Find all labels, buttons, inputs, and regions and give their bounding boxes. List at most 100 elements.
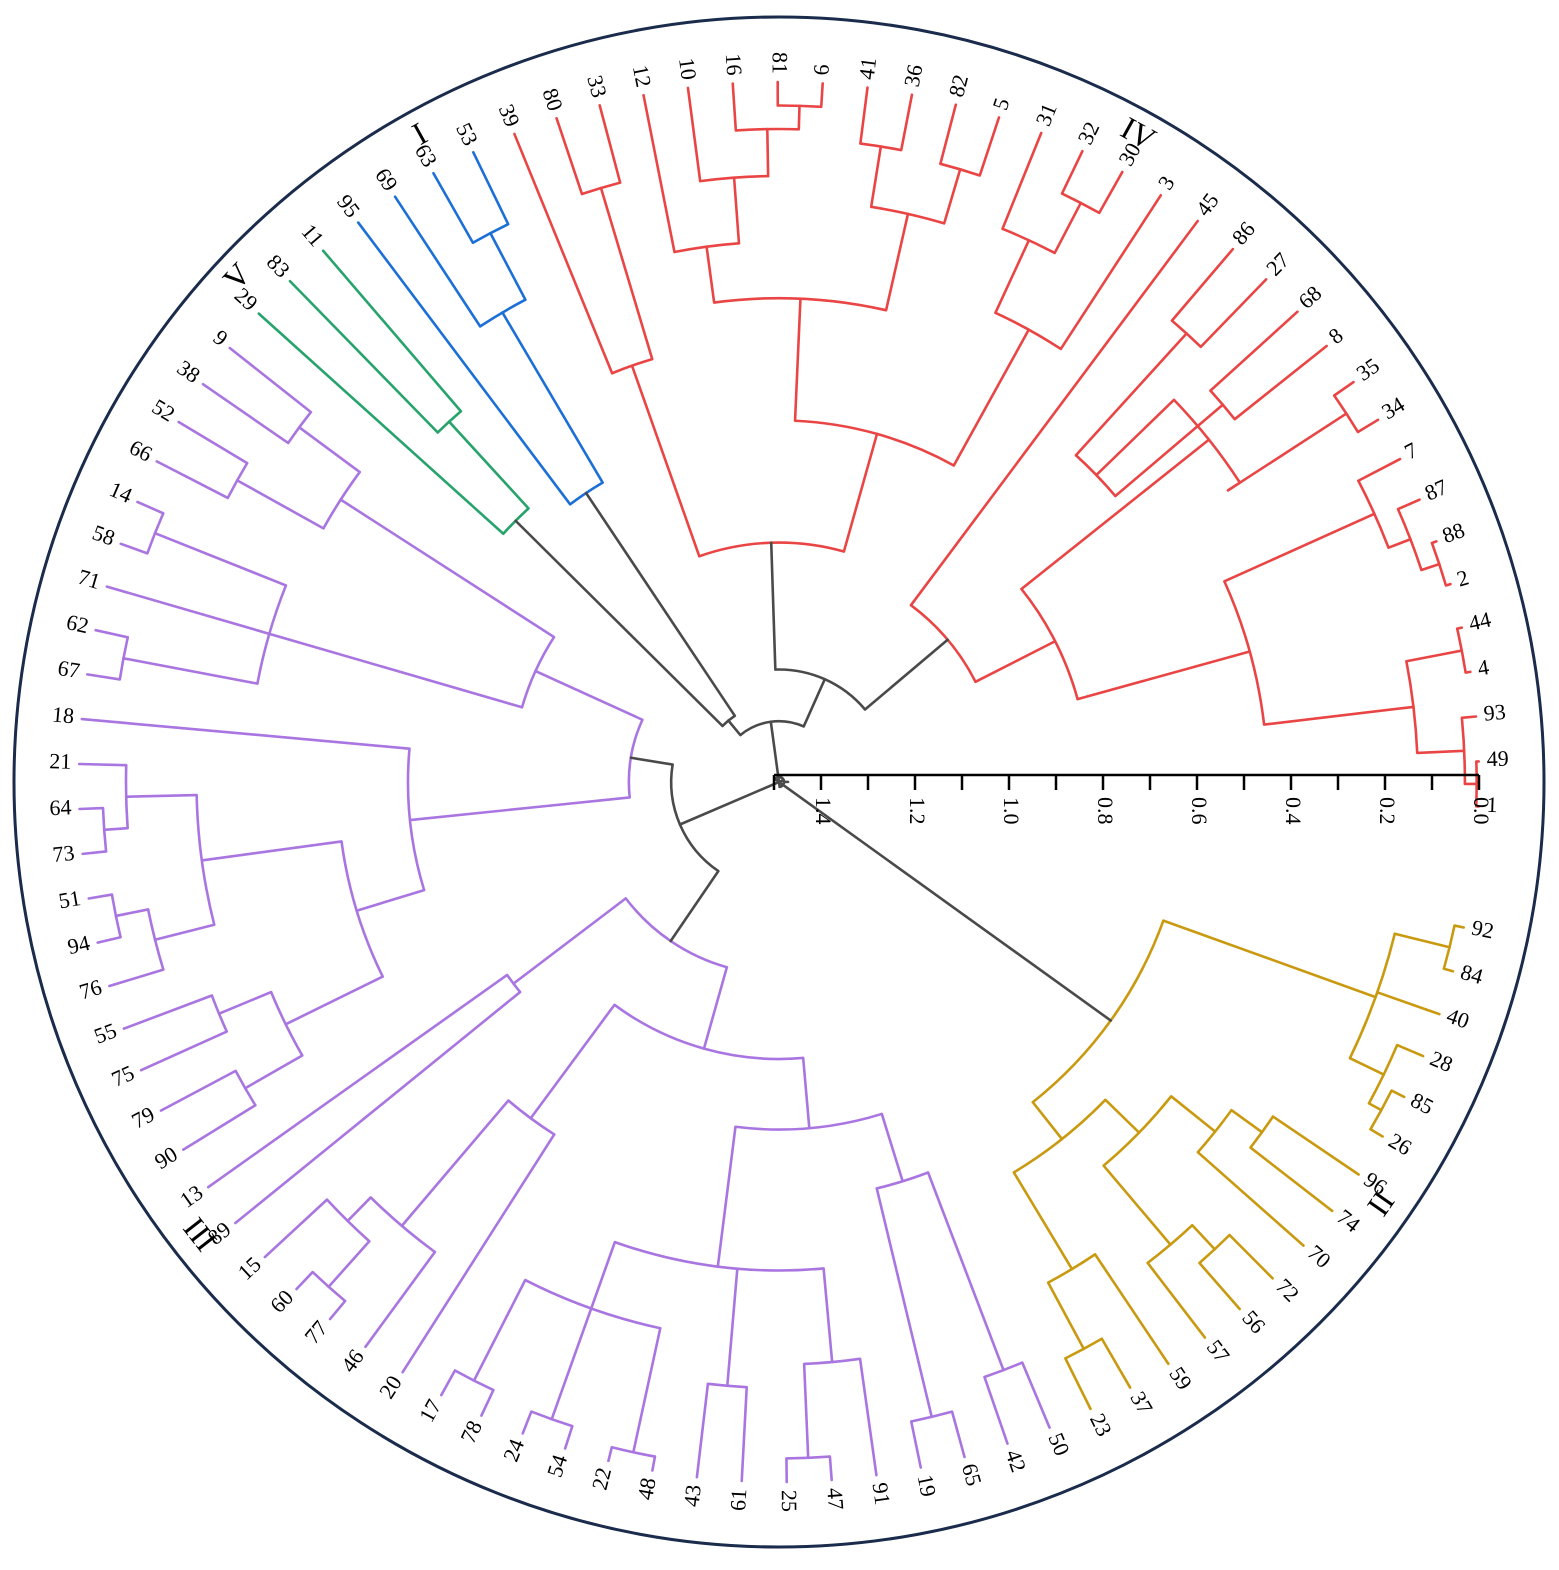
branch-stem <box>966 916 1111 1020</box>
leaf-label: 22 <box>587 1465 617 1492</box>
leaf-label: 90 <box>150 1141 182 1174</box>
branch-stem <box>1198 1152 1304 1245</box>
branch-stem <box>1199 1263 1239 1309</box>
branch-stem <box>1099 172 1122 213</box>
branch-stem <box>704 967 727 1048</box>
scale-tick-label: 0.4 <box>1281 797 1306 825</box>
branch-stem <box>1033 1102 1062 1139</box>
branch-stem <box>514 134 612 373</box>
branch-stem <box>804 679 825 726</box>
branch-stem <box>1398 500 1420 509</box>
branch-stem <box>1444 969 1453 972</box>
branch-stem <box>871 147 881 207</box>
leaf-label: 72 <box>1271 1273 1304 1306</box>
leaf-label: 83 <box>262 249 295 282</box>
branch-stem <box>341 500 554 637</box>
branch-stem <box>795 299 800 421</box>
leaf-label: 13 <box>175 1180 207 1213</box>
branch-stem <box>844 434 877 552</box>
branch-stem <box>742 1387 747 1481</box>
branch-stem <box>1406 653 1448 661</box>
leaf-label: 82 <box>943 72 973 100</box>
branch-stem <box>104 828 127 830</box>
branch-stem <box>1228 483 1240 491</box>
branch-stem <box>395 197 480 327</box>
branch-stem <box>1350 1058 1384 1074</box>
branch-stem <box>733 84 736 131</box>
leaf-label: 41 <box>854 56 882 81</box>
branch-stem <box>481 1390 493 1416</box>
branch-stem <box>1105 1100 1139 1133</box>
branch-stem <box>1076 334 1187 456</box>
branch-stem <box>803 1058 809 1128</box>
branch-stem <box>734 178 739 244</box>
branch-stem <box>1432 541 1436 543</box>
branch-stem <box>1078 651 1250 699</box>
branch-stem <box>516 521 723 726</box>
branch-stem <box>1021 440 1209 589</box>
branch-stem <box>1104 1166 1171 1245</box>
branch-stem <box>1358 420 1378 432</box>
leaf-label: 68 <box>1293 280 1326 313</box>
leaf-label: 60 <box>265 1285 298 1318</box>
branch-stem <box>1062 151 1082 193</box>
leaf-label: 84 <box>1458 959 1486 989</box>
leaf-label: 64 <box>49 794 72 820</box>
branch-stem <box>671 871 719 941</box>
leaf-label: 20 <box>374 1371 407 1403</box>
branch-stem <box>490 233 525 300</box>
branch-stem <box>1457 628 1462 629</box>
leaf-label: 57 <box>1202 1335 1235 1368</box>
branch-stem <box>600 105 620 182</box>
branch-stem <box>1455 926 1464 928</box>
branch-stem <box>161 1071 236 1111</box>
branch-stem <box>860 1359 876 1475</box>
branch-stem <box>124 996 212 1029</box>
branch-stem <box>652 1457 655 1471</box>
branch-stem <box>911 221 1198 605</box>
branch-stem <box>107 587 269 634</box>
branch-stem <box>1334 382 1353 395</box>
branch-stem <box>473 152 508 224</box>
leaf-label: 42 <box>1001 1446 1032 1475</box>
branch-stem <box>116 909 148 916</box>
scale-tick-label: 0.6 <box>1187 797 1212 825</box>
branch-stem <box>1230 1235 1273 1278</box>
branch-stem <box>940 105 955 164</box>
branch-stem <box>886 214 908 310</box>
leaf-label: 14 <box>106 476 136 508</box>
branch-stem <box>1250 1148 1332 1211</box>
branch-stem <box>329 1241 370 1287</box>
branch-stem <box>952 1412 964 1457</box>
leaf-label: 50 <box>1043 1429 1075 1459</box>
branch-stem <box>728 721 740 736</box>
branch-stem <box>433 173 472 242</box>
scale-tick-label: 0.8 <box>1093 797 1118 825</box>
leaf-label: 70 <box>1303 1240 1336 1273</box>
branch-stem <box>860 88 867 144</box>
branch-stem <box>804 1364 808 1458</box>
branch-stem <box>1096 400 1174 475</box>
branch-stem <box>911 1421 921 1467</box>
branch-stem <box>1448 651 1462 654</box>
branch-stem <box>727 1269 737 1386</box>
scale-tick-label: 1.2 <box>905 797 930 825</box>
leaf-label: 6 <box>808 63 834 76</box>
branch-stem <box>633 1328 660 1452</box>
leaf-label: 2 <box>1454 564 1472 591</box>
branch-stem <box>137 502 163 513</box>
branch-stem <box>1273 1117 1359 1175</box>
branch-stem <box>230 348 311 412</box>
branch-stem <box>631 758 673 765</box>
branch-stem <box>1022 1363 1049 1428</box>
branch-stem <box>775 779 966 916</box>
branch-stem <box>286 977 383 1025</box>
branch-stem <box>1426 1009 1439 1014</box>
branch-stem <box>1397 1045 1423 1056</box>
branch-stem <box>1002 133 1041 229</box>
branch-stem <box>877 1188 932 1416</box>
branch-stem <box>245 1055 302 1088</box>
branch-stem <box>1395 934 1450 947</box>
